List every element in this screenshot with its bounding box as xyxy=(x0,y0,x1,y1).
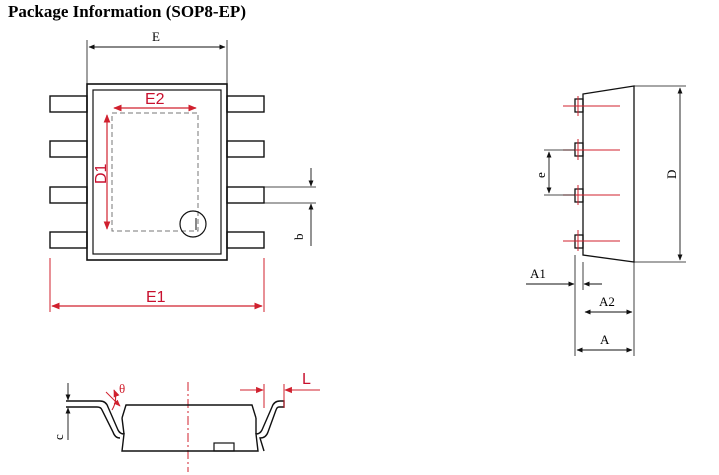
dim-A2-label: A2 xyxy=(599,294,615,309)
pin xyxy=(49,95,88,113)
dim-L-label: L xyxy=(302,371,311,388)
dim-E2-label: E2 xyxy=(145,91,165,108)
top-view: E E2 D1 E1 b xyxy=(49,29,316,312)
front-view: θ c L xyxy=(51,371,320,472)
pin xyxy=(49,186,88,204)
page-title: Package Information (SOP8-EP) xyxy=(8,2,246,21)
pin xyxy=(49,140,88,158)
dim-A-label: A xyxy=(600,332,610,347)
dim-E1-label: E1 xyxy=(146,289,166,306)
dim-theta-label: θ xyxy=(119,381,125,396)
exposed-pad xyxy=(111,112,199,232)
package-profile xyxy=(66,400,285,452)
dim-D1-label: D1 xyxy=(93,163,110,184)
dim-A1-label: A1 xyxy=(530,266,546,281)
dim-c-label: c xyxy=(51,434,66,440)
pin xyxy=(226,140,265,158)
pin xyxy=(226,186,265,204)
side-leads xyxy=(574,98,584,249)
dim-b-label: b xyxy=(291,234,306,241)
dim-E-label: E xyxy=(152,29,160,44)
package-body-inner xyxy=(92,89,222,255)
side-view: D e A1 A2 A xyxy=(526,85,686,356)
right-pins xyxy=(226,95,265,249)
package-body-outer xyxy=(86,83,228,261)
pin xyxy=(226,231,265,249)
side-body xyxy=(582,85,635,263)
dim-D-label: D xyxy=(664,170,679,179)
exposed-pad-bottom xyxy=(213,442,235,452)
left-pins xyxy=(49,95,88,249)
pin xyxy=(226,95,265,113)
pin xyxy=(49,231,88,249)
dim-e-label: e xyxy=(533,172,548,178)
pin1-marker-circle xyxy=(179,210,207,238)
